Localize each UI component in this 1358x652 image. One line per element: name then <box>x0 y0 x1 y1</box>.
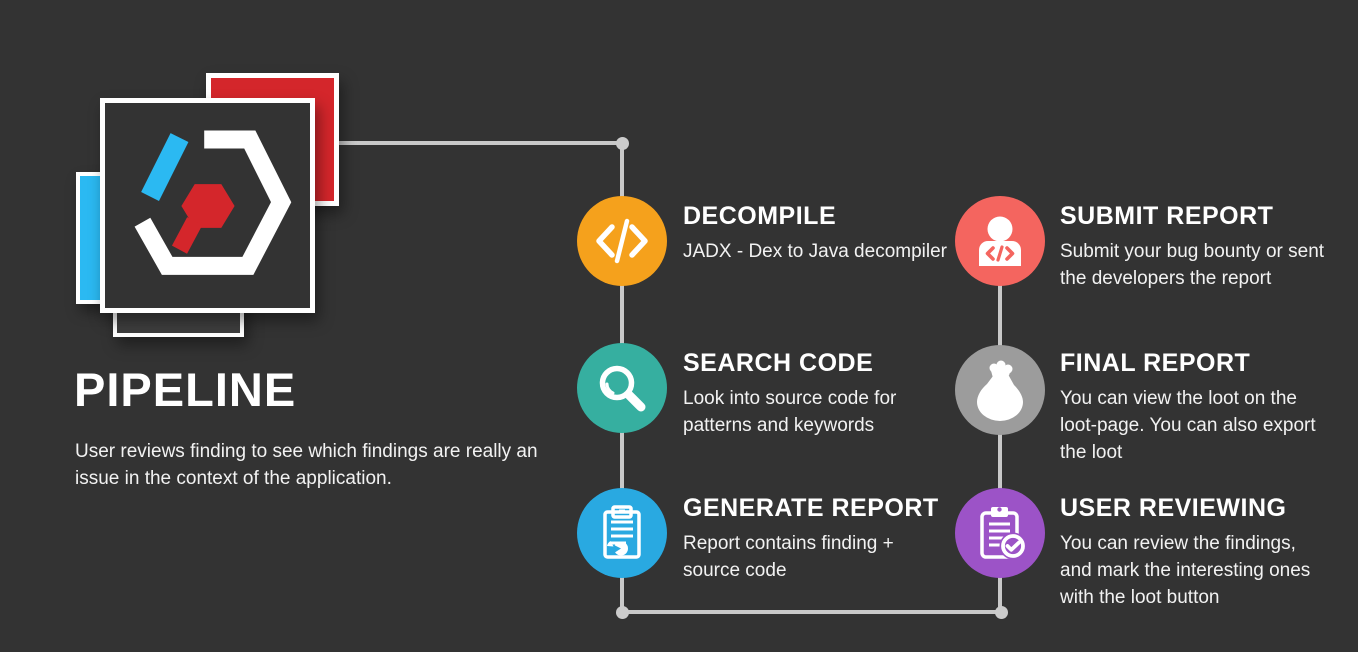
page-title: PIPELINE <box>74 363 297 416</box>
step-description: You can view the loot on the loot-page. … <box>1060 388 1316 463</box>
connector-dot-top <box>616 137 629 150</box>
decompile-step-circle <box>577 196 667 286</box>
decompile-step-text: DECOMPILE JADX - Dex to Java decompiler <box>683 202 947 265</box>
final-report-step-circle <box>955 345 1045 435</box>
person-icon <box>967 208 1033 274</box>
final-report-step-text: FINAL REPORT You can view the loot on th… <box>1060 349 1316 466</box>
step-title: SUBMIT REPORT <box>1060 202 1274 230</box>
generate-report-step-circle <box>577 488 667 578</box>
step-title: GENERATE REPORT <box>683 494 939 522</box>
step-description: Report contains finding + source code <box>683 533 894 581</box>
review-check-icon <box>968 501 1032 565</box>
step-title: USER REVIEWING <box>1060 494 1287 522</box>
submit-report-step-text: SUBMIT REPORT Submit your bug bounty or … <box>1060 202 1324 292</box>
report-icon <box>591 502 653 564</box>
connector-top-horizontal <box>339 141 624 145</box>
step-description: Look into source code for patterns and k… <box>683 388 897 436</box>
search-icon <box>591 357 653 419</box>
step-title: FINAL REPORT <box>1060 349 1251 377</box>
search-code-step-circle <box>577 343 667 433</box>
step-title: DECOMPILE <box>683 202 837 230</box>
loot-bag-icon <box>968 358 1032 422</box>
submit-report-step-circle <box>955 196 1045 286</box>
step-title: SEARCH CODE <box>683 349 874 377</box>
logo-main-square <box>100 98 315 313</box>
step-description: Submit your bug bounty or sent the devel… <box>1060 241 1325 289</box>
page-description: User reviews finding to see which findin… <box>75 441 538 489</box>
step-description: You can review the findings, and mark th… <box>1060 533 1311 608</box>
generate-report-step-text: GENERATE REPORT Report contains finding … <box>683 494 939 584</box>
connector-dot-bottom-right <box>995 606 1008 619</box>
connector-bottom-horizontal <box>620 610 1002 614</box>
user-reviewing-step-text: USER REVIEWING You can review the findin… <box>1060 494 1310 611</box>
code-icon <box>591 210 653 272</box>
step-description: JADX - Dex to Java decompiler <box>683 241 947 262</box>
user-reviewing-step-circle <box>955 488 1045 578</box>
hexagon-logo-icon <box>113 111 303 301</box>
connector-dot-bottom-left <box>616 606 629 619</box>
search-code-step-text: SEARCH CODE Look into source code for pa… <box>683 349 896 439</box>
